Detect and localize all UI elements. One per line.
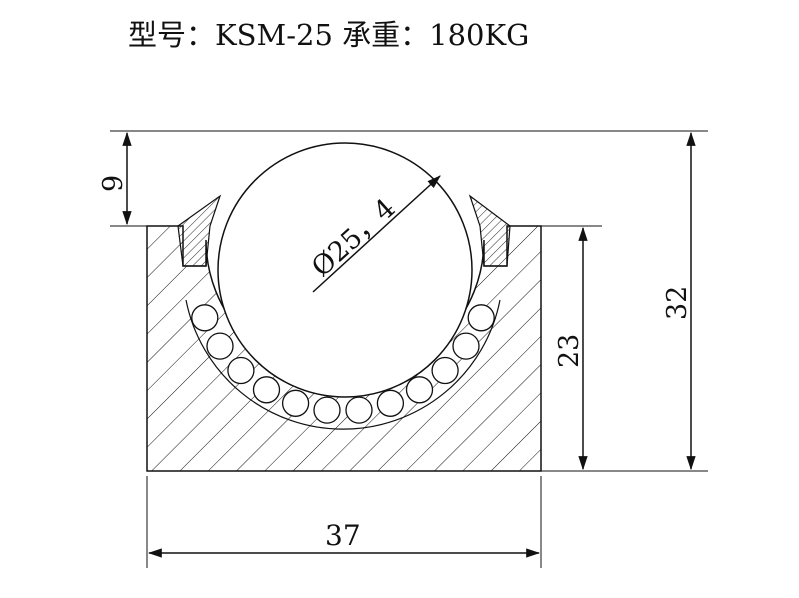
- support-ball: [313, 396, 341, 424]
- diameter-leader: [312, 175, 441, 293]
- support-ball: [405, 376, 434, 404]
- support-ball: [227, 356, 255, 385]
- main-ball: [217, 142, 473, 398]
- support-ball: [191, 304, 219, 332]
- retainer-left: [177, 194, 222, 267]
- top-height-label: 9: [98, 175, 129, 192]
- support-ball: [345, 396, 373, 424]
- support-ball: [452, 332, 480, 360]
- support-ball: [431, 356, 459, 385]
- race-outline: [185, 299, 501, 430]
- total-height-label: 32: [662, 286, 693, 320]
- width-label: 37: [325, 519, 361, 552]
- body-height-label: 23: [554, 334, 585, 368]
- width-dimension: 37: [146, 476, 542, 568]
- support-ball: [252, 376, 281, 404]
- support-ball: [467, 304, 495, 332]
- support-balls: [191, 304, 495, 424]
- retainer-right: [468, 194, 511, 267]
- title-text: 型号：KSM-25 承重：180KG: [128, 18, 529, 52]
- total-height-dimension: 32: [662, 131, 696, 471]
- support-ball: [376, 389, 405, 417]
- support-ball: [206, 332, 234, 360]
- support-ball: [281, 389, 310, 417]
- body-height-dimension: 23: [541, 225, 708, 472]
- top-height-dimension: 9: [98, 130, 708, 227]
- retainer-cap: [177, 194, 511, 267]
